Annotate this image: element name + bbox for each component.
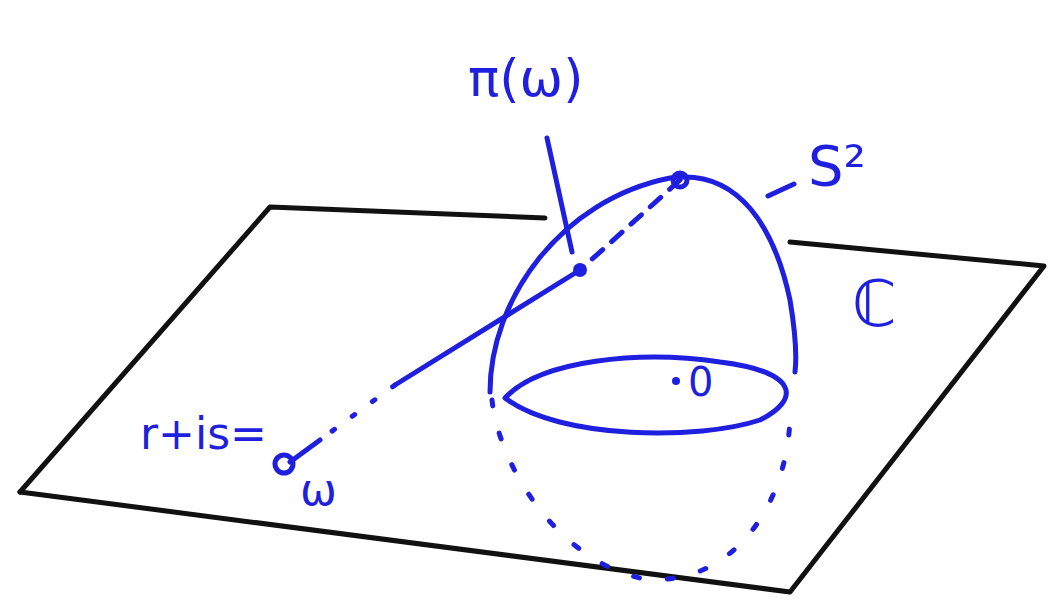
- origin-dot: [672, 377, 680, 385]
- point-label: π(ω): [468, 52, 583, 104]
- equator: [505, 357, 786, 433]
- projection-line: [395, 270, 580, 385]
- projection-line: [320, 385, 395, 440]
- projected-point: [573, 263, 587, 277]
- sphere-label: S²: [808, 138, 866, 194]
- projection-line: [580, 180, 680, 270]
- origin-label: 0: [688, 362, 713, 402]
- leader-line: [547, 138, 572, 252]
- point-omega: [275, 455, 293, 473]
- projection-line: [290, 440, 320, 462]
- complex-plane: [20, 242, 1044, 592]
- sphere-lower-hidden: [492, 400, 790, 579]
- coordinate-label: r+is=: [140, 412, 267, 456]
- north-pole: [673, 173, 687, 187]
- sphere-upper: [490, 177, 796, 392]
- leader-line: [768, 184, 794, 196]
- point-label: ω: [300, 468, 337, 512]
- complex-plane: [20, 207, 545, 492]
- plane-label: ℂ: [852, 272, 897, 336]
